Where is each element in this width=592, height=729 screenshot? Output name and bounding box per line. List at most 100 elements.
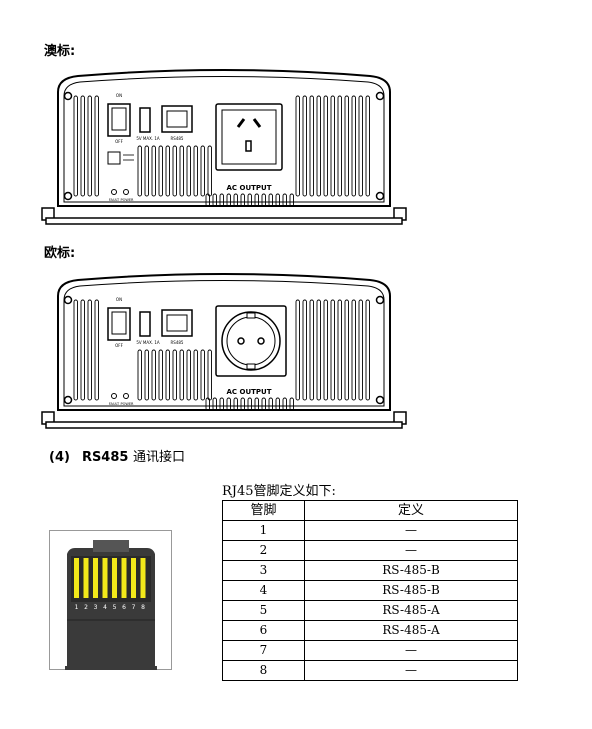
vent-slot [358, 299, 363, 401]
vent-slot [226, 193, 231, 207]
vent-slot [158, 145, 163, 197]
power-led-label: POWER [121, 402, 135, 406]
vent-slot [186, 145, 191, 197]
vent-slot [302, 299, 307, 401]
pin-cell: 7 [222, 640, 305, 661]
pin-cell: 6 [222, 620, 305, 641]
vent-slot [158, 349, 163, 401]
vent-slot [316, 299, 321, 401]
rj45-pins [74, 558, 146, 598]
inverter-front-panel-eu: ON OFF 5V MAX. 1A RS485 FAULT POWER AC O… [41, 273, 407, 429]
usb-port: 5V MAX. 1A [136, 107, 160, 141]
pin-cell: 5 [222, 600, 305, 621]
vent-slot [219, 193, 224, 207]
rj45-pin-label: 1 [75, 604, 79, 611]
vent-slot [365, 95, 370, 197]
switch-on-label: ON [116, 297, 122, 302]
rs485-port: RS485 [161, 105, 193, 141]
vent-slot [351, 299, 356, 401]
vent-slot [323, 95, 328, 197]
vent-slot [295, 95, 300, 197]
status-leds: FAULT POWER [109, 393, 135, 406]
vent-slot [247, 193, 252, 207]
vent-slot [289, 397, 294, 411]
table-row: 2— [222, 540, 518, 561]
vent-slot [193, 145, 198, 197]
power-switch: ON OFF [107, 297, 131, 348]
rj45-pin [74, 558, 79, 598]
table-caption: RJ45管脚定义如下: [222, 484, 336, 499]
vent-slot [205, 397, 210, 411]
rs485-port-label: RS485 [171, 340, 184, 345]
rj45-pin [121, 558, 127, 598]
vent-slot [337, 299, 342, 401]
vent-slot [226, 397, 231, 411]
definition-cell: — [304, 520, 518, 541]
vent-slot [365, 299, 370, 401]
vent-slot [144, 349, 149, 401]
pin-cell: 4 [222, 580, 305, 601]
vent-slot [80, 95, 85, 197]
table-header-row: 管脚 定义 [222, 500, 518, 521]
definition-cell: — [304, 540, 518, 561]
vent-slot [302, 95, 307, 197]
vent-slot [247, 397, 252, 411]
power-switch: ON OFF [107, 93, 131, 144]
vent-slot [219, 397, 224, 411]
rj45-pin [112, 558, 117, 598]
definition-cell: RS-485-B [304, 560, 518, 581]
definition-cell: — [304, 660, 518, 681]
vent-slot [358, 95, 363, 197]
vent-slot [137, 145, 142, 197]
header-definition: 定义 [304, 500, 518, 521]
definition-cell: — [304, 640, 518, 661]
rs485-port-label: RS485 [171, 136, 184, 141]
power-led-label: POWER [121, 198, 135, 202]
definition-cell: RS-485-A [304, 620, 518, 641]
table-row: 7— [222, 640, 518, 661]
pin-cell: 3 [222, 560, 305, 581]
vent-slot [316, 95, 321, 197]
vent-slot [165, 145, 170, 197]
fault-led-label: FAULT [109, 402, 120, 406]
vent-slot [233, 397, 238, 411]
rj45-pin [83, 558, 89, 598]
rs485-port: RS485 [161, 309, 193, 345]
vent-slot [172, 349, 177, 401]
vent-slot [268, 193, 273, 207]
header-pin: 管脚 [222, 500, 305, 521]
vent-slot [165, 349, 170, 401]
vent-slot [94, 299, 99, 401]
au-standard-label: 澳标: [44, 44, 76, 59]
rj45-pin [140, 558, 146, 598]
usb-label: 5V MAX. 1A [136, 136, 160, 141]
definition-cell: RS-485-A [304, 600, 518, 621]
rj45-pin-label: 4 [103, 604, 107, 611]
pin-cell: 2 [222, 540, 305, 561]
pin-cell: 1 [222, 520, 305, 541]
vent-slot [137, 349, 142, 401]
pin-cell: 8 [222, 660, 305, 681]
vent-slot [151, 349, 156, 401]
vent-slot [309, 95, 314, 197]
status-leds: FAULT POWER [109, 189, 135, 202]
vent-slot [193, 349, 198, 401]
vent-slot [254, 397, 259, 411]
rj45-pin-label: 8 [141, 604, 145, 611]
rj45-pin-label: 2 [84, 604, 88, 611]
section-title: (4)RS485 通讯接口 [49, 446, 185, 465]
fault-led-label: FAULT [109, 198, 120, 202]
vent-slot [268, 397, 273, 411]
vent-slot [240, 397, 245, 411]
section-title-cn: 通讯接口 [132, 450, 185, 465]
vent-slot [240, 193, 245, 207]
ac-output-label: AC OUTPUT [227, 184, 272, 192]
vent-slot [282, 397, 287, 411]
switch-off-label: OFF [115, 343, 123, 348]
eu-standard-label: 欧标: [44, 246, 76, 261]
